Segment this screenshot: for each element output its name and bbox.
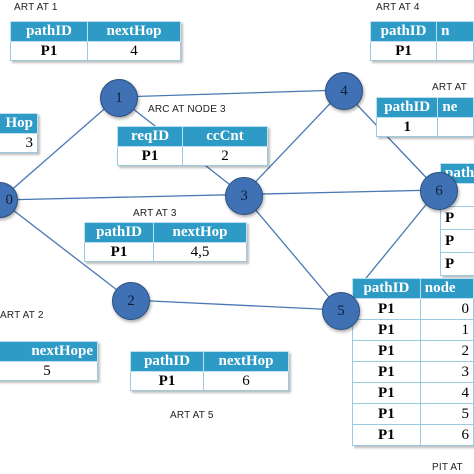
table-art-5: pathID nextHop P1 6 [130,351,289,391]
cell-next-hop [436,41,474,61]
caption-art-5: ART AT 5 [170,410,214,421]
cell-path-id: P1 [352,298,421,320]
table-row: P1 1 [352,319,474,341]
header-path-id: pathID [352,278,421,299]
node-5: 5 [322,292,360,330]
table-art-right: pathID ne 1 [375,97,474,137]
table-arc-node-3: reqID ccCnt P1 2 [117,126,268,166]
header-path-id: pathID [84,222,154,243]
table-row: P1 6 [352,424,474,446]
header-path-id: pathID [369,21,438,42]
node-1: 1 [100,79,138,117]
node-3: 3 [225,177,263,215]
cell-path-id: P1 [369,41,438,61]
table-row: P1 5 [352,403,474,425]
cell-path-id: P1 [352,361,421,383]
header-next-hope: nextHope [0,341,98,362]
cell-path-id: P1 [10,41,88,61]
edge-3-4 [242,89,344,196]
table-row: P1 4 [352,382,474,404]
node-6: 6 [420,172,458,210]
cell-next-hop: 6 [203,371,289,391]
table-row: P1 2 [352,340,474,362]
header-next-hop-partial: n [436,21,474,42]
cell-next-hope: 5 [0,361,98,381]
table-pit: pathID node P1 0 P1 1 P1 2 P1 3 P1 4 P1 … [352,278,474,446]
cell-node: 6 [419,424,474,446]
node-2: 2 [112,282,150,320]
cell-next-hop: 4 [87,41,181,61]
cell-path-id: P1 [352,403,421,425]
cell-path-id: P1 [84,242,154,262]
caption-art-right: ART AT [432,82,468,93]
table-row: P1 3 [352,361,474,383]
edge-4-6 [342,89,439,191]
header-node: node [419,278,474,299]
header-path-id: pathID [10,21,88,42]
header-req-id: reqID [117,126,183,147]
table-left-partial: Hop 3 [0,113,38,153]
cell-path-id: P1 [130,371,204,391]
caption-pit: PIT AT [432,462,463,473]
node-4: 4 [325,72,363,110]
cell-next-hop: 3 [0,133,38,153]
cell-next-hop: 4,5 [153,242,247,262]
cell-req-id: P1 [117,146,183,166]
header-next-hop-partial: ne [437,97,474,118]
edge-0-1 [0,96,119,201]
table-art-1: pathID nextHop P1 4 [10,21,181,61]
edge-0-6 [0,189,439,201]
edge-3-5 [242,194,341,311]
table-row: P [439,252,474,276]
cell-path-id: P1 [352,424,421,446]
table-row: P [439,229,474,253]
cell-next-hop [437,117,474,137]
table-art-2: nextHope 5 [0,341,98,381]
caption-art-4: ART AT 4 [376,2,420,13]
cell-cc-cnt: 2 [182,146,268,166]
cell-path-id: P1 [352,340,421,362]
caption-art-3: ART AT 3 [133,208,177,219]
cell-path-id: P1 [352,382,421,404]
table-row: P [439,206,474,230]
cell-node: 2 [419,340,474,362]
cell-node: 3 [419,361,474,383]
table-row: P1 0 [352,298,474,320]
header-next-hop-partial: Hop [0,113,38,134]
cell-node: 5 [419,403,474,425]
edge-2-5 [129,299,341,311]
edge-0-2 [0,199,131,301]
caption-art-1: ART AT 1 [14,2,58,13]
cell-path-id: P1 [352,319,421,341]
header-path-id: pathID [375,97,439,118]
table-art-4: pathID n P1 [369,21,474,61]
table-art-3: pathID nextHop P1 4,5 [84,222,247,262]
caption-art-2: ART AT 2 [0,310,44,321]
edge-1-4 [117,89,344,98]
cell-node: 4 [419,382,474,404]
header-next-hop: nextHop [87,21,181,42]
header-cc-cnt: ccCnt [182,126,268,147]
header-next-hop: nextHop [203,351,289,372]
cell-path-id: 1 [375,117,439,137]
cell-node: 0 [419,298,474,320]
caption-arc-3: ARC AT NODE 3 [148,104,226,115]
header-path-id: pathID [130,351,204,372]
header-next-hop: nextHop [153,222,247,243]
cell-node: 1 [419,319,474,341]
